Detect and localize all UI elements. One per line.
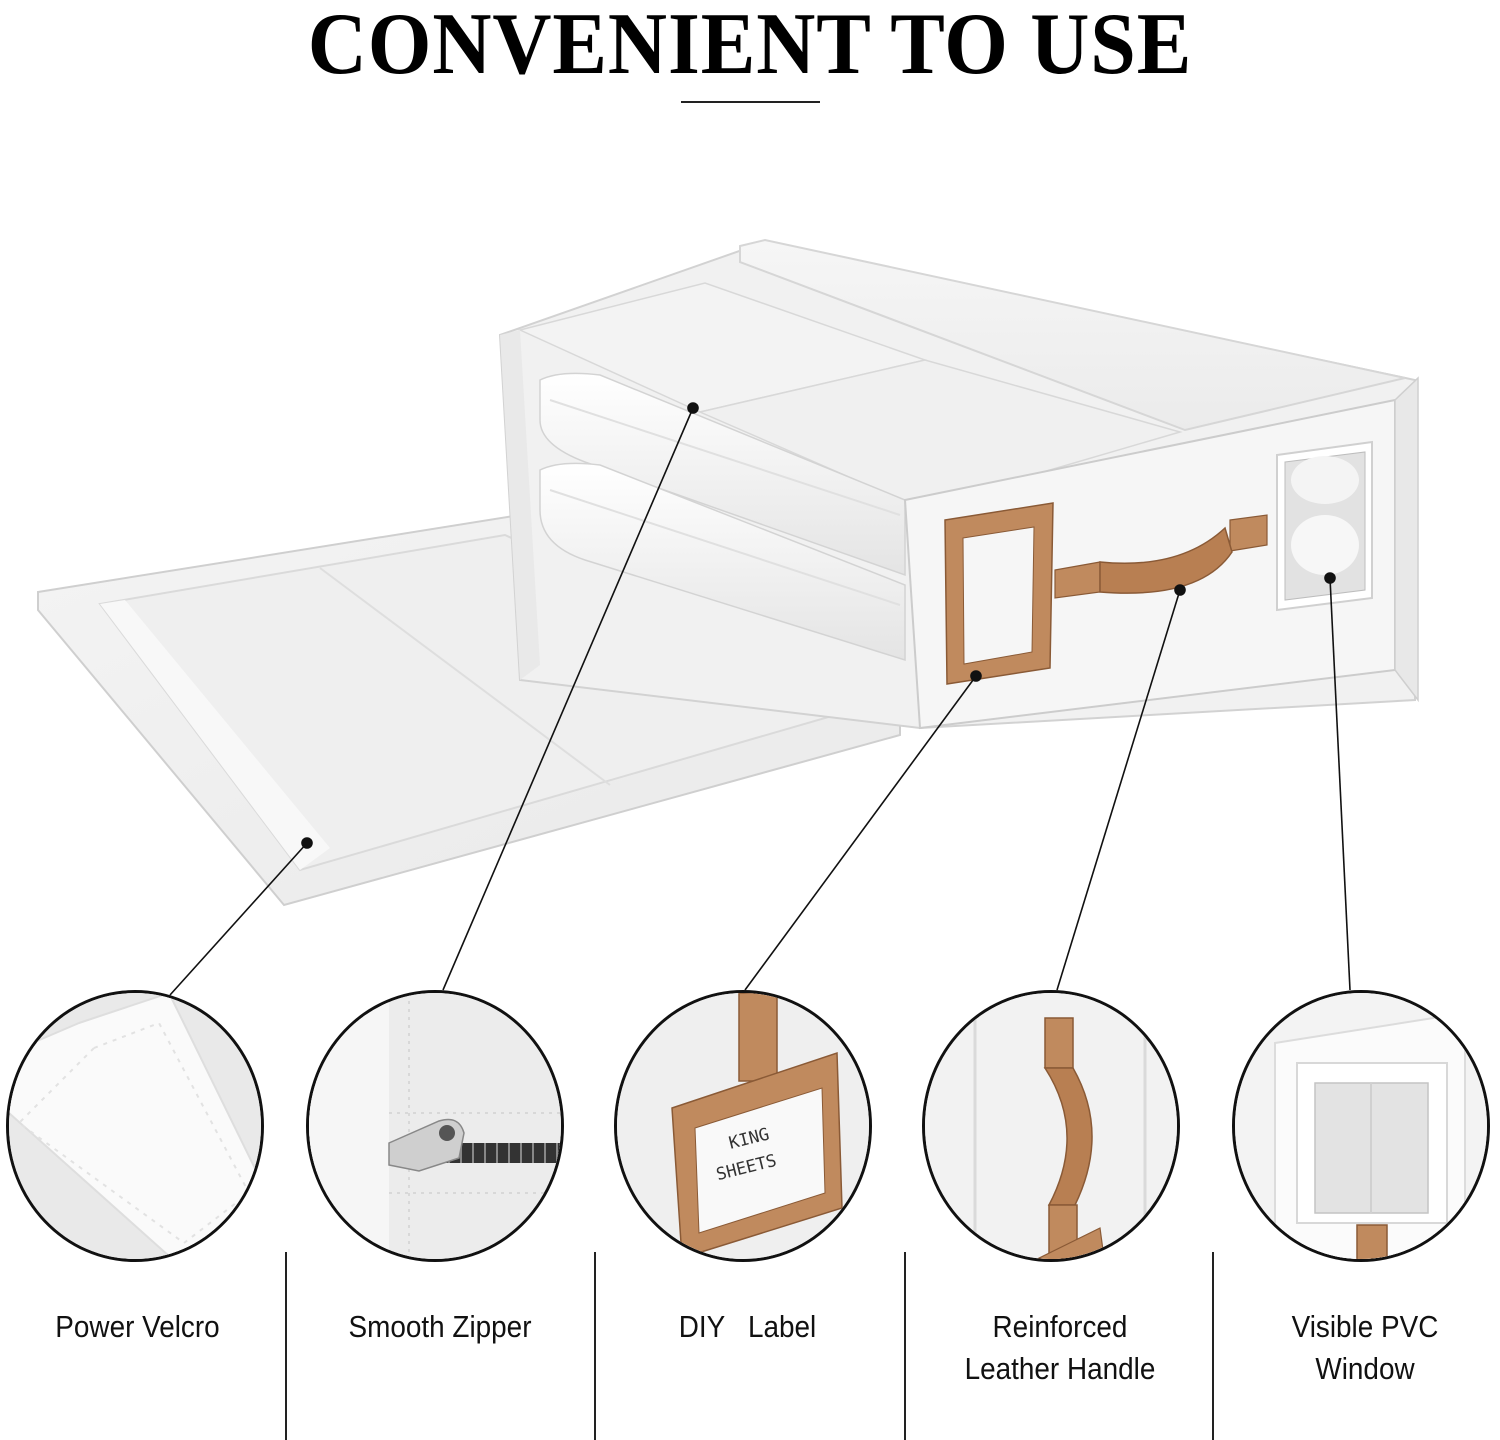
handle-icon xyxy=(925,993,1177,1259)
caption-power-velcro: Power Velcro xyxy=(55,1309,220,1344)
leather-handle xyxy=(1054,514,1268,599)
zipper-closeup xyxy=(306,990,564,1262)
folded-sheets xyxy=(539,372,906,662)
velcro-icon xyxy=(9,993,261,1259)
label-closeup: KING SHEETS xyxy=(614,990,872,1262)
page-title: CONVENIENT TO USE xyxy=(307,0,1193,93)
label-frame xyxy=(944,502,1054,685)
caption-smooth-zipper: Smooth Zipper xyxy=(348,1309,532,1344)
window-icon xyxy=(1235,993,1487,1259)
label-icon: KING SHEETS xyxy=(617,993,869,1259)
caption-divider-2 xyxy=(594,1252,596,1440)
caption-divider-1 xyxy=(285,1252,287,1440)
title-underline xyxy=(681,101,820,103)
caption-diy-label: DIY Label xyxy=(678,1309,817,1344)
callout-lines xyxy=(169,402,1351,996)
velcro-closeup xyxy=(6,990,264,1262)
caption-pvc-window: Visible PVC Window xyxy=(1291,1309,1439,1386)
zipper-icon xyxy=(309,993,561,1259)
caption-divider-4 xyxy=(1212,1252,1214,1440)
caption-leather-handle: Reinforced Leather Handle xyxy=(964,1309,1156,1386)
pvc-window xyxy=(1276,440,1373,612)
window-closeup xyxy=(1232,990,1490,1262)
handle-closeup xyxy=(922,990,1180,1262)
product-illustration xyxy=(37,238,1419,996)
caption-divider-3 xyxy=(904,1252,906,1440)
